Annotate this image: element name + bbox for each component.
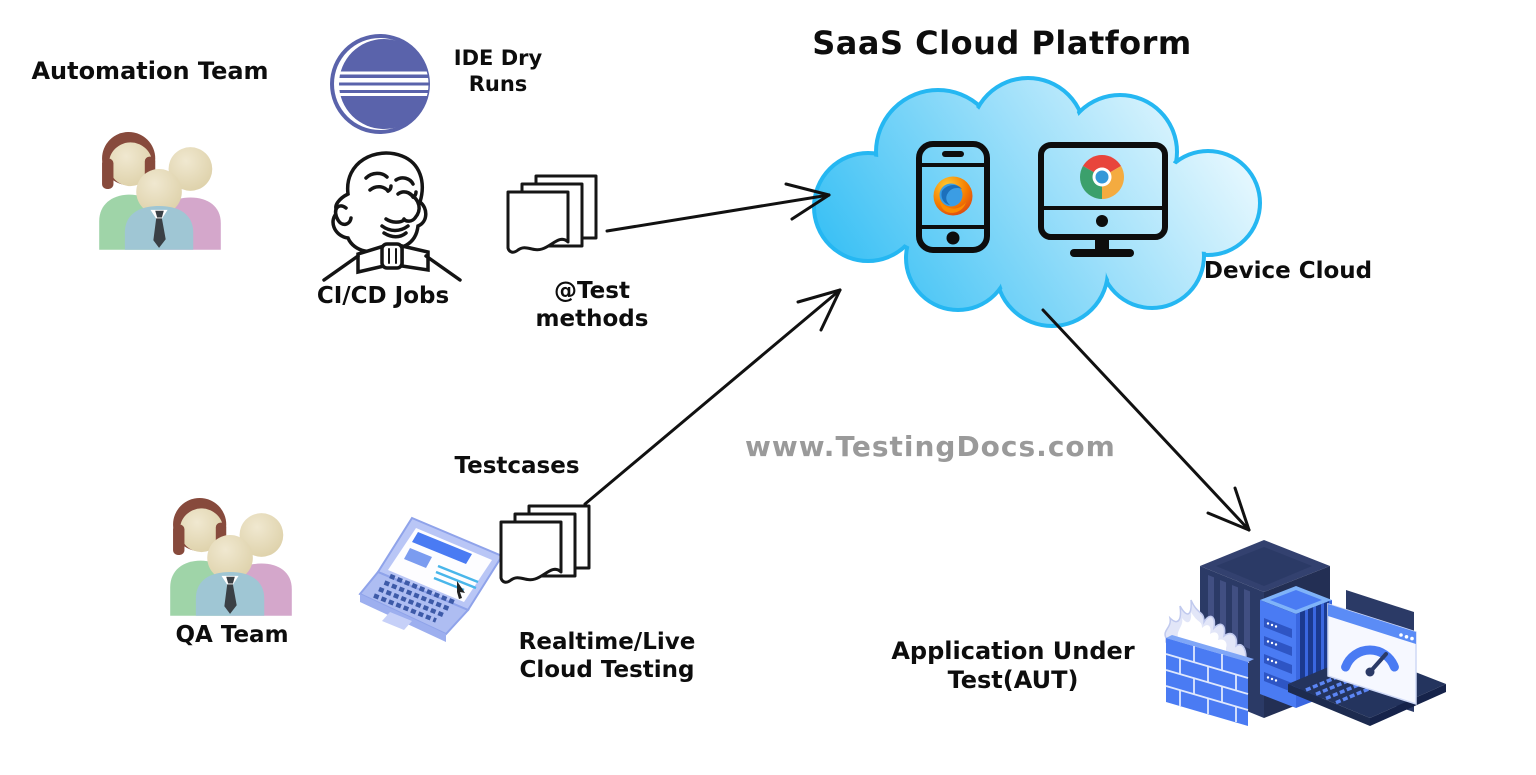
application-under-test-icon [1164, 540, 1446, 726]
arrow-cloud-to-aut [1041, 308, 1251, 532]
chrome-icon [1080, 155, 1124, 199]
arrow-test-methods-to-cloud [605, 182, 831, 233]
device-cloud-shape [812, 76, 1262, 328]
qa-team-icon [170, 497, 292, 616]
arrow-testcases-to-cloud [583, 288, 842, 506]
testcases-label: Testcases [454, 453, 580, 479]
automation-team-label: Automation Team [31, 57, 269, 85]
realtime-live-cloud-testing-label: Realtime/Live Cloud Testing [518, 629, 696, 684]
eclipse-ide-icon [330, 34, 430, 134]
jenkins-icon [322, 151, 462, 282]
application-under-test-label: Application Under Test(AUT) [891, 637, 1135, 695]
watermark-text: www.TestingDocs.com [745, 430, 1116, 463]
device-cloud-label: Device Cloud [1203, 258, 1373, 284]
mobile-firefox-icon [916, 141, 990, 253]
test-methods-docs-icon [506, 174, 598, 254]
qa-laptop-icon [358, 516, 504, 642]
ide-dry-runs-label: IDE Dry Runs [453, 46, 543, 96]
qa-team-label: QA Team [175, 622, 289, 648]
cicd-jobs-label: CI/CD Jobs [316, 283, 450, 309]
testcases-docs-icon [499, 504, 591, 584]
desktop-chrome-icon [1038, 142, 1168, 257]
automation-team-icon [99, 131, 221, 250]
test-methods-label: @Test methods [535, 278, 649, 333]
firefox-icon [933, 176, 973, 216]
saas-cloud-platform-title: SaaS Cloud Platform [812, 24, 1192, 62]
